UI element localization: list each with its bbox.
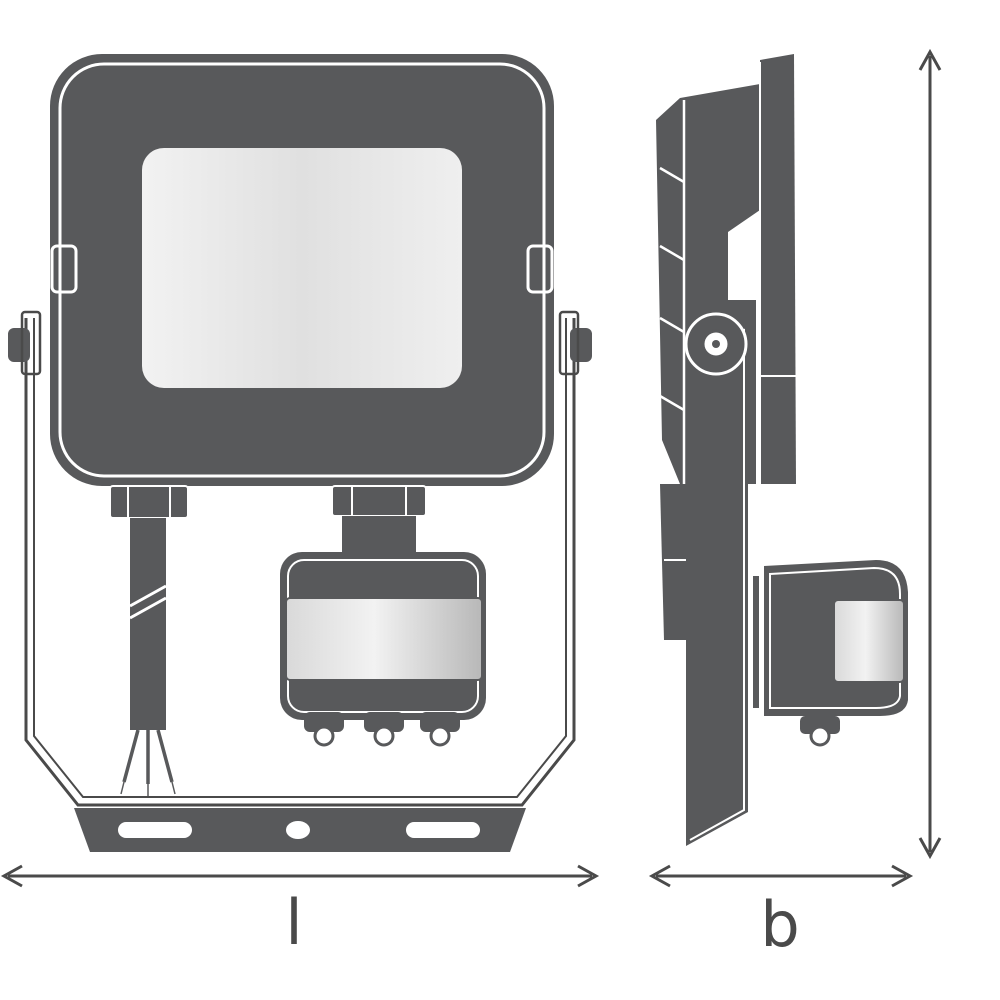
side-sensor-window: [833, 599, 905, 683]
sensor-connector: [331, 485, 427, 517]
width-label: b: [760, 888, 799, 961]
right-pivot-knob: [570, 328, 592, 362]
led-lens: [142, 148, 462, 388]
dimension-length: l: [0, 864, 600, 959]
mounting-slot-right: [406, 822, 480, 838]
front-view: [8, 54, 592, 852]
side-front-face: [760, 54, 796, 484]
mounting-slot-left: [118, 822, 192, 838]
side-view: [656, 54, 908, 846]
height-label: h: [985, 432, 1000, 471]
cable-gland: [109, 485, 189, 519]
side-bracket-arm: [686, 326, 748, 846]
cable-wires: [122, 729, 174, 784]
power-cable: [130, 518, 166, 730]
motion-sensor-window: [285, 597, 483, 681]
dimension-width: b: [648, 864, 914, 961]
mounting-hole-center: [286, 821, 310, 839]
sensor-adjustment-knobs: [304, 712, 460, 747]
left-pivot-knob: [8, 328, 30, 362]
dimension-height: h: [918, 48, 1000, 860]
length-label: l: [285, 886, 302, 959]
mounting-bracket: [24, 318, 576, 807]
